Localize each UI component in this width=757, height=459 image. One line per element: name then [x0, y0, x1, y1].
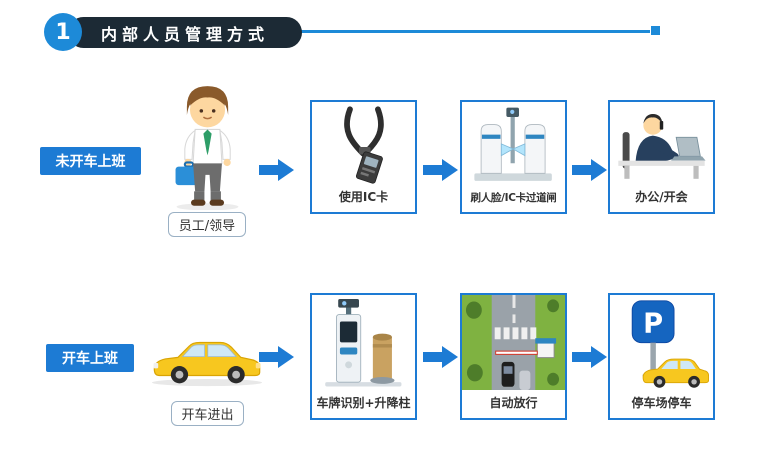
step-label: 使用IC卡: [312, 184, 415, 212]
employee-label: 员工/领导: [168, 212, 246, 237]
step-label: 刷人脸/IC卡过道闸: [462, 186, 565, 212]
arrow-right-icon: [423, 158, 459, 182]
arrow-right-icon: [259, 158, 295, 182]
arrow-right-icon: [423, 345, 459, 369]
arrow-right-icon: [572, 158, 608, 182]
step-auto-pass: 自动放行: [460, 293, 567, 420]
step-label: 停车场停车: [610, 390, 713, 418]
step-number-badge: 1: [44, 13, 82, 51]
parking-lot-icon: P: [610, 295, 713, 390]
step-label: 办公/开会: [610, 184, 713, 212]
auto-pass-gate-icon: [462, 295, 565, 390]
step-plate-recognition: 车牌识别+升降柱: [310, 293, 417, 420]
row-label-car: 开车上班: [46, 344, 134, 372]
step-use-ic-card: 使用IC卡: [310, 100, 417, 214]
step-number: 1: [55, 19, 71, 45]
step-label: 自动放行: [462, 390, 565, 418]
car-label: 开车进出: [171, 401, 244, 426]
employee-icon: [158, 83, 256, 210]
step-face-ic-gate: 刷人脸/IC卡过道闸: [460, 100, 567, 214]
yellow-car-icon: [148, 324, 266, 398]
title-underline: [300, 30, 650, 33]
row-label-no-car: 未开车上班: [40, 147, 141, 175]
car-illustration: [151, 342, 263, 387]
svg-text:P: P: [643, 309, 663, 340]
arrow-right-icon: [572, 345, 608, 369]
office-worker-icon: [610, 102, 713, 184]
page-title: 内部人员管理方式: [100, 24, 269, 44]
ic-card-lanyard-icon: [312, 102, 415, 184]
plate-recognition-bollard-icon: [312, 295, 415, 390]
step-label: 车牌识别+升降柱: [312, 390, 415, 418]
employee-illustration: [175, 85, 239, 210]
step-office-meeting: 办公/开会: [608, 100, 715, 214]
arrow-right-icon: [259, 345, 295, 369]
title-line-end-dot: [651, 26, 660, 35]
turnstile-gate-icon: [462, 102, 565, 186]
step-parking: P 停车场停车: [608, 293, 715, 420]
title-pill: 内部人员管理方式: [68, 17, 302, 48]
